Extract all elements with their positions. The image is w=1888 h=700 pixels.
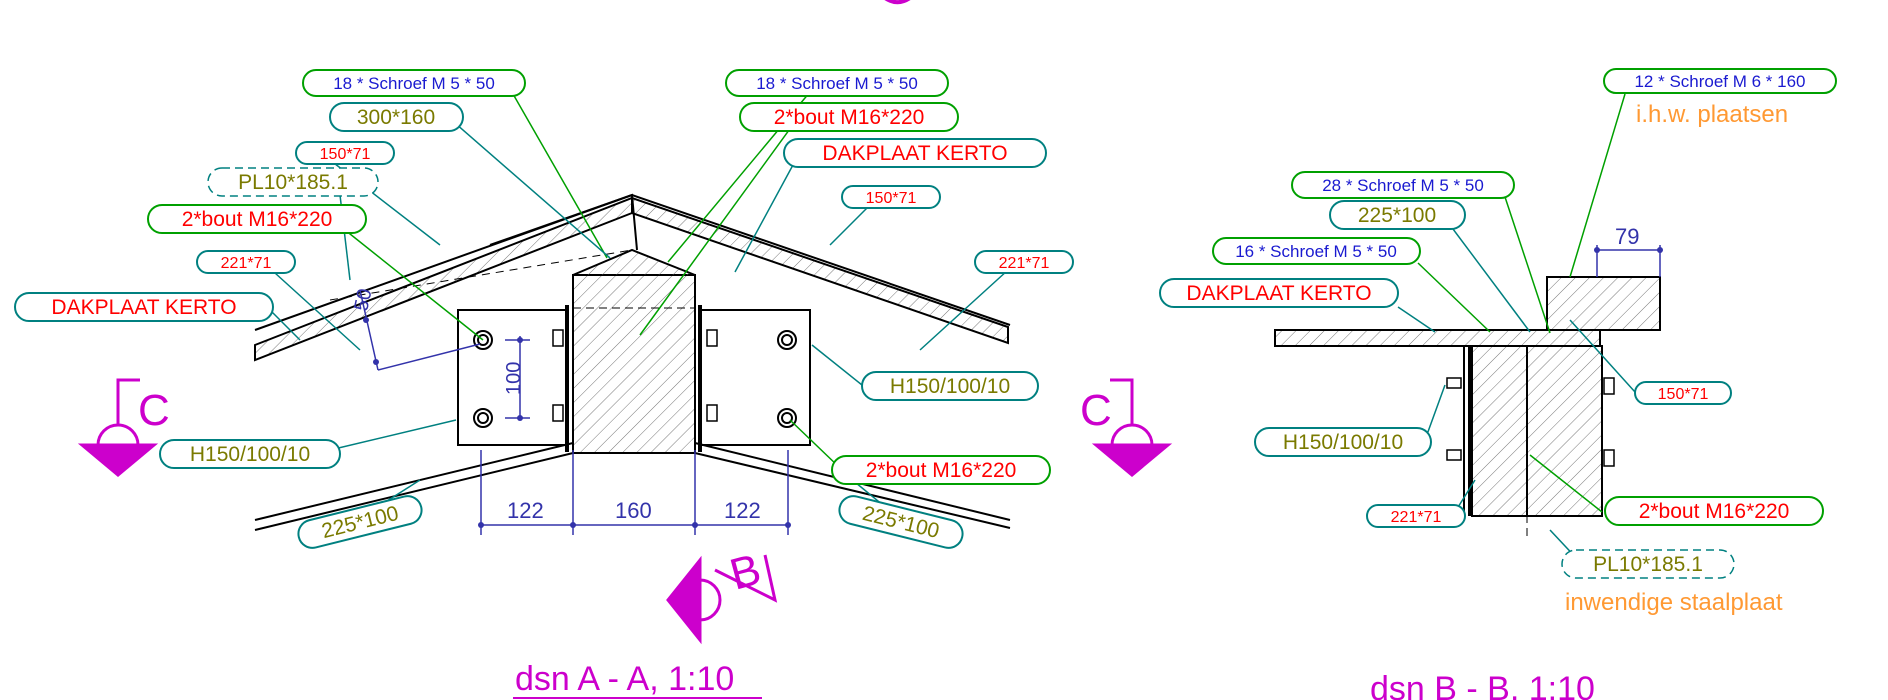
- svg-text:28 * Schroef M 5 * 50: 28 * Schroef M 5 * 50: [1322, 176, 1484, 195]
- svg-text:PL10*185.1: PL10*185.1: [1593, 553, 1703, 576]
- svg-text:2*bout M16*220: 2*bout M16*220: [866, 459, 1017, 482]
- label-rafter-221x71-b: 221*71: [1366, 504, 1466, 528]
- svg-text:150*71: 150*71: [320, 146, 371, 163]
- top-marker-arc: [884, 0, 911, 5]
- dimension-lines: [359, 289, 789, 535]
- label-rafter-150x71-b: 150*71: [1634, 381, 1732, 405]
- rafter-dashed-left: [329, 249, 633, 301]
- bolt-circles: [473, 330, 797, 428]
- svg-text:H150/100/10: H150/100/10: [190, 443, 310, 466]
- dim-100: 100: [503, 362, 525, 395]
- label-rafter-221x71-left: 221*71: [196, 250, 296, 274]
- label-screw-28: 28 * Schroef M 5 * 50: [1291, 171, 1515, 199]
- rafter-top-left: [489, 193, 638, 251]
- label-screw-top-left: 18 * Schroef M 5 * 50: [302, 69, 526, 97]
- center-beam: [572, 274, 696, 454]
- leader-lines: [269, 79, 1009, 516]
- section-title-b: dsn B - B, 1:10: [1370, 670, 1595, 700]
- section-marker-b: [666, 554, 778, 645]
- label-h-profile-right: H150/100/10: [861, 371, 1039, 401]
- lower-beam-left: [254, 452, 1011, 531]
- label-h-profile-b: H150/100/10: [1254, 427, 1432, 457]
- label-bolt-bottom-right: 2*bout M16*220: [831, 455, 1051, 485]
- svg-text:H150/100/10: H150/100/10: [890, 375, 1010, 398]
- label-rafter-221x71-right: 221*71: [974, 250, 1074, 274]
- section-title-a: dsn A - A, 1:10: [515, 660, 734, 698]
- label-kerto-left: DAKPLAAT KERTO: [14, 292, 274, 322]
- svg-text:12 * Schroef M 6 * 160: 12 * Schroef M 6 * 160: [1634, 72, 1805, 91]
- dim-122-right: 122: [724, 498, 761, 523]
- beam-left-b: [1471, 345, 1528, 517]
- svg-text:2*bout M16*220: 2*bout M16*220: [774, 106, 925, 129]
- section-letter-b: B: [725, 545, 766, 600]
- svg-text:PL10*185.1: PL10*185.1: [238, 171, 348, 194]
- svg-text:221*71: 221*71: [999, 255, 1050, 272]
- label-bolt-top-right: 2*bout M16*220: [739, 102, 959, 132]
- svg-text:18 * Schroef M 5 * 50: 18 * Schroef M 5 * 50: [333, 74, 495, 93]
- dim-50: 50: [350, 287, 376, 313]
- svg-text:2*bout M16*220: 2*bout M16*220: [1639, 500, 1790, 523]
- right-section: 79 12 * Schroef M 6 * 160: [1159, 68, 1837, 700]
- svg-text:221*71: 221*71: [221, 255, 272, 272]
- label-plate-pl10-b: PL10*185.1: [1561, 549, 1735, 579]
- top-block-b: [1546, 276, 1661, 331]
- dim-122-left: 122: [507, 498, 544, 523]
- svg-text:18 * Schroef M 5 * 50: 18 * Schroef M 5 * 50: [756, 74, 918, 93]
- label-rafter-150x71-right: 150*71: [841, 185, 941, 209]
- dim-160: 160: [615, 498, 652, 523]
- svg-text:300*160: 300*160: [357, 106, 435, 129]
- section-marker-c-left: [77, 378, 159, 477]
- screw-heads: [552, 329, 718, 422]
- svg-text:16 * Schroef M 5 * 50: 16 * Schroef M 5 * 50: [1235, 242, 1397, 261]
- svg-text:H150/100/10: H150/100/10: [1283, 431, 1403, 454]
- svg-text:2*bout M16*220: 2*bout M16*220: [182, 208, 333, 231]
- label-screw-top-right: 18 * Schroef M 5 * 50: [725, 69, 949, 97]
- label-h-profile-left: H150/100/10: [159, 439, 341, 469]
- svg-text:221*71: 221*71: [1391, 509, 1442, 526]
- rafter-top-right: [631, 194, 1011, 326]
- svg-text:DAKPLAAT KERTO: DAKPLAAT KERTO: [51, 296, 236, 319]
- left-section: 50 100 122 160 122 18 * S: [14, 69, 1173, 699]
- svg-text:225*100: 225*100: [1358, 204, 1436, 227]
- label-kerto-top-right: DAKPLAAT KERTO: [783, 138, 1047, 168]
- note-ihw: i.h.w. plaatsen: [1636, 101, 1788, 128]
- label-rafter-150x71-left: 150*71: [295, 141, 395, 165]
- svg-text:DAKPLAAT KERTO: DAKPLAAT KERTO: [822, 142, 1007, 165]
- svg-text:150*71: 150*71: [1658, 386, 1709, 403]
- svg-text:DAKPLAAT KERTO: DAKPLAAT KERTO: [1186, 282, 1371, 305]
- label-bolt-b: 2*bout M16*220: [1604, 496, 1824, 526]
- section-marker-c-right: [1091, 378, 1173, 477]
- label-screw-12: 12 * Schroef M 6 * 160: [1603, 68, 1837, 94]
- label-plate-pl10: PL10*185.1: [207, 167, 379, 197]
- section-letter-c-left: C: [138, 386, 170, 435]
- label-bolt-left: 2*bout M16*220: [147, 204, 367, 234]
- roof-slab-b: [1274, 329, 1601, 347]
- beam-right-b: [1526, 345, 1603, 517]
- section-letter-c-right: C: [1080, 386, 1112, 435]
- label-beam-225x100-b: 225*100: [1329, 200, 1466, 230]
- svg-text:150*71: 150*71: [866, 190, 917, 207]
- label-beam-225-right: 225*100: [838, 495, 964, 549]
- label-beam-300x160: 300*160: [329, 102, 464, 132]
- note-inner-plate: inwendige staalplaat: [1565, 589, 1783, 616]
- label-beam-225-left: 225*100: [297, 495, 423, 549]
- roof-slab-right: [631, 196, 1009, 345]
- label-screw-16: 16 * Schroef M 5 * 50: [1212, 237, 1421, 265]
- dim-79: 79: [1615, 224, 1639, 249]
- label-kerto-b: DAKPLAAT KERTO: [1159, 278, 1399, 308]
